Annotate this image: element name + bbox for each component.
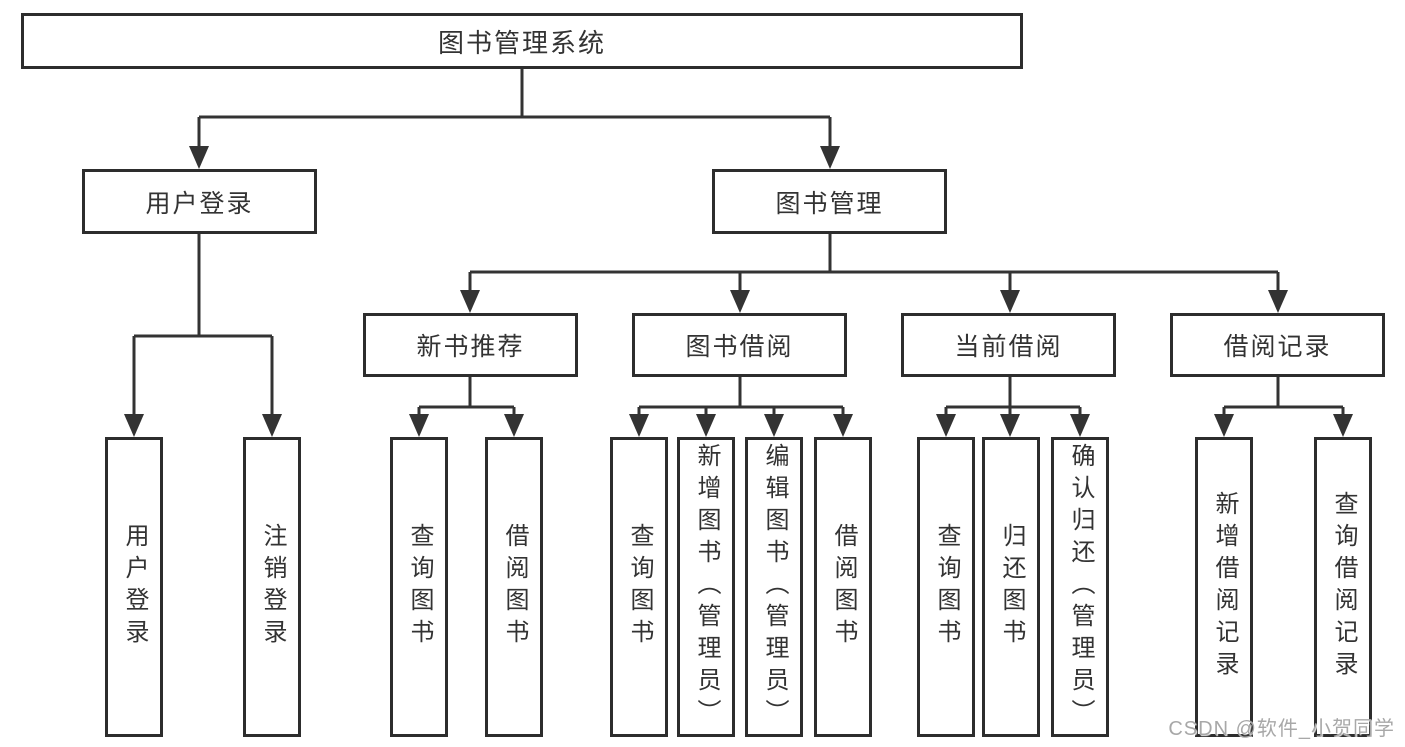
leaf-query-books-recommend-label: 查询图书 xyxy=(406,523,433,651)
connector-newbook-branch xyxy=(417,377,516,420)
leaf-borrow-books-recommend: 借阅图书 xyxy=(485,437,543,737)
leaf-edit-book-admin-label: 编辑图书（管理员） xyxy=(761,443,788,731)
leaf-add-borrow-record: 新增借阅记录 xyxy=(1195,437,1253,737)
leaf-query-books-borrow-label: 查询图书 xyxy=(626,523,653,651)
leaf-confirm-return-admin-label: 确认归还（管理员） xyxy=(1067,443,1094,731)
leaf-return-book-label: 归还图书 xyxy=(998,523,1025,651)
node-root-label: 图书管理系统 xyxy=(437,27,606,58)
connector-userlogin-branch xyxy=(132,234,274,420)
leaf-query-books-recommend: 查询图书 xyxy=(390,437,448,737)
node-current-borrow: 当前借阅 xyxy=(901,313,1116,377)
leaf-user-login-label: 用户登录 xyxy=(121,523,148,651)
arrowheads xyxy=(124,146,1353,437)
leaf-query-books-borrow: 查询图书 xyxy=(610,437,668,737)
leaf-logout: 注销登录 xyxy=(243,437,301,737)
connector-bookborrow-branch xyxy=(637,377,845,420)
leaf-query-borrow-record: 查询借阅记录 xyxy=(1314,437,1372,737)
leaf-query-books-current: 查询图书 xyxy=(917,437,975,737)
connector-root-to-level2 xyxy=(197,69,832,150)
node-borrow-records-label: 借阅记录 xyxy=(1223,333,1332,361)
node-book-management: 图书管理 xyxy=(712,169,947,234)
node-book-borrow-label: 图书借阅 xyxy=(685,333,794,361)
connector-borrowrecords-branch xyxy=(1222,377,1345,420)
node-book-management-label: 图书管理 xyxy=(775,189,884,218)
leaf-query-borrow-record-label: 查询借阅记录 xyxy=(1330,491,1357,683)
node-root-system: 图书管理系统 xyxy=(21,13,1023,69)
leaf-logout-label: 注销登录 xyxy=(259,523,286,651)
node-user-login: 用户登录 xyxy=(82,169,317,234)
node-book-borrow: 图书借阅 xyxy=(632,313,847,377)
connector-bookmgmt-branch xyxy=(468,234,1280,295)
leaf-add-book-admin: 新增图书（管理员） xyxy=(677,437,735,737)
node-new-book-recommend: 新书推荐 xyxy=(363,313,578,377)
connector-currentborrow-branch xyxy=(944,377,1082,420)
leaf-user-login: 用户登录 xyxy=(105,437,163,737)
node-borrow-records: 借阅记录 xyxy=(1170,313,1385,377)
leaf-add-book-admin-label: 新增图书（管理员） xyxy=(693,443,720,731)
leaf-edit-book-admin: 编辑图书（管理员） xyxy=(745,437,803,737)
leaf-query-books-current-label: 查询图书 xyxy=(933,523,960,651)
leaf-borrow-books: 借阅图书 xyxy=(814,437,872,737)
leaf-add-borrow-record-label: 新增借阅记录 xyxy=(1211,491,1238,683)
node-user-login-label: 用户登录 xyxy=(145,189,254,218)
leaf-borrow-books-recommend-label: 借阅图书 xyxy=(501,523,528,651)
leaf-return-book: 归还图书 xyxy=(982,437,1040,737)
csdn-watermark: CSDN @软件_小贺同学 xyxy=(1168,718,1395,740)
node-new-book-recommend-label: 新书推荐 xyxy=(416,333,525,361)
node-current-borrow-label: 当前借阅 xyxy=(954,333,1063,361)
leaf-confirm-return-admin: 确认归还（管理员） xyxy=(1051,437,1109,737)
leaf-borrow-books-label: 借阅图书 xyxy=(830,523,857,651)
